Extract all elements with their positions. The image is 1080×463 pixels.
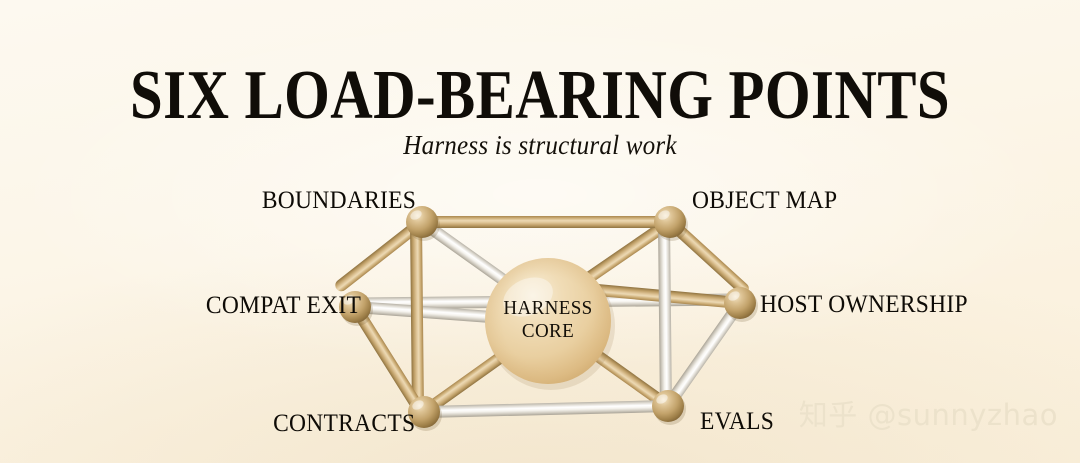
node-label-evals: EVALS <box>700 408 775 435</box>
edge-boundaries-object-map <box>422 216 670 228</box>
node-contracts[interactable] <box>408 396 442 431</box>
edge-object-map-evals <box>658 216 672 401</box>
node-label-object-map: OBJECT MAP <box>692 187 838 214</box>
node-label-boundaries: BOUNDARIES <box>261 187 417 214</box>
edge-boundaries-compat-exit <box>335 219 424 292</box>
page-subtitle: Harness is structural work <box>403 130 677 160</box>
node-compat-exit[interactable] <box>339 291 373 326</box>
watermark: 知乎 @sunnyzhao <box>798 398 1058 432</box>
node-boundaries[interactable] <box>406 206 440 241</box>
edge-compat-exit-contracts <box>352 306 424 413</box>
page-title: SIX LOAD-BEARING POINTS <box>130 56 950 134</box>
node-label-compat-exit: COMPAT EXIT <box>205 292 362 319</box>
node-evals[interactable] <box>652 390 686 425</box>
edge-contracts-evals <box>423 400 668 418</box>
edge-object-map-host-ownership <box>668 220 749 295</box>
harness-core-node <box>485 258 615 390</box>
node-host-ownership[interactable] <box>724 287 758 322</box>
node-group <box>339 206 758 431</box>
node-label-contracts: CONTRACTS <box>273 410 416 437</box>
edge-host-ownership-evals <box>665 301 743 408</box>
node-label-host-ownership: HOST OWNERSHIP <box>760 291 968 318</box>
node-object-map[interactable] <box>654 206 688 241</box>
edge-boundaries-contracts <box>410 216 424 407</box>
edge-group-front <box>335 216 749 418</box>
